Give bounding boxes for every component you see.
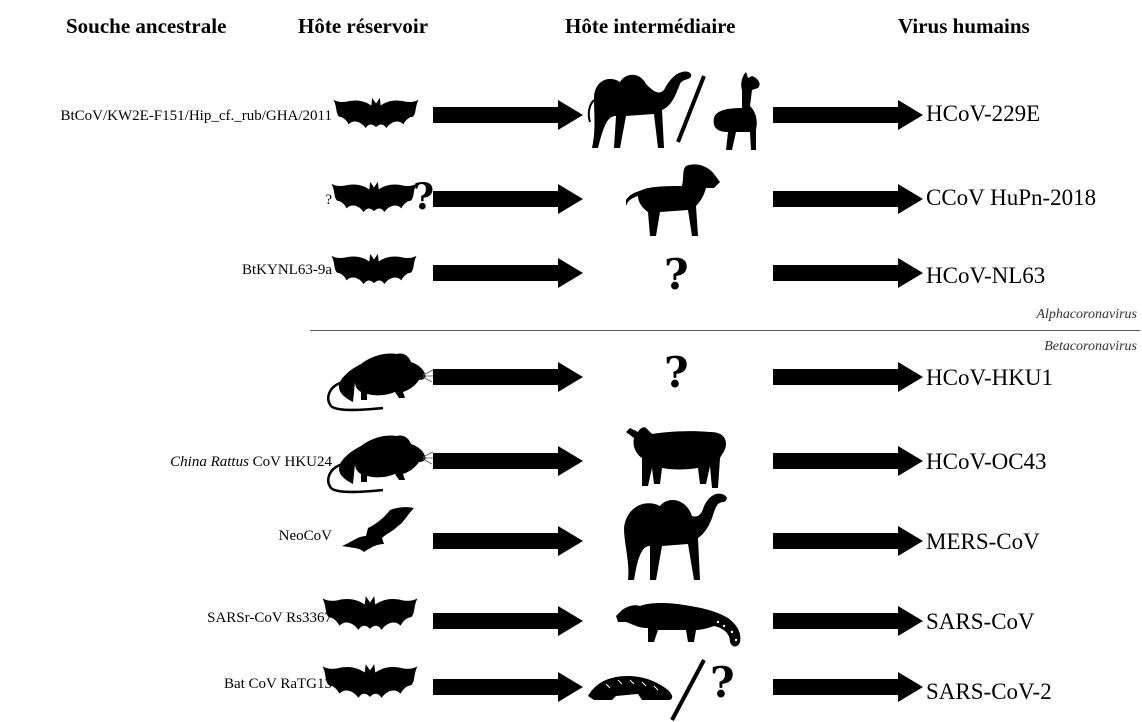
arrow-to-intermediate — [433, 672, 583, 702]
row-ccov-hupn-2018: ? ? CCoV HuPn-2018 — [0, 170, 1142, 230]
arrow-to-human — [773, 526, 923, 556]
human-virus-label: HCoV-OC43 — [926, 448, 1047, 476]
intermediate-question-mark: ? — [664, 352, 689, 394]
row-hcov-hku1: ? HCoV-HKU1 — [0, 346, 1142, 406]
header-ancestral-strain: Souche ancestrale — [66, 14, 226, 39]
ancestral-strain-italic: China Rattus — [170, 454, 249, 470]
arrow-to-intermediate — [433, 362, 583, 392]
arrow-to-human — [773, 446, 923, 476]
row-hcov-229e: BtCoV/KW2E-F151/Hip_cf._rub/GHA/2011 HCo… — [0, 86, 1142, 146]
human-virus-label: SARS-CoV — [926, 608, 1035, 636]
row-hcov-nl63: BtKYNL63-9a ? HCoV-NL63 — [0, 240, 1142, 300]
ancestral-strain: NeoCoV — [279, 506, 332, 566]
rat-icon — [323, 424, 433, 494]
pangolin-icon — [586, 672, 676, 702]
human-virus-label: HCoV-229E — [926, 100, 1040, 128]
ancestral-strain: China Rattus CoV HKU24 — [170, 432, 332, 492]
bat-icon — [331, 252, 417, 286]
civet-icon — [614, 598, 744, 650]
ancestral-strain: Bat CoV RaTG13 — [224, 654, 332, 714]
intermediate-question-mark: ? — [664, 254, 689, 296]
ancestral-strain: SARSr-CoV Rs3367 — [207, 588, 332, 648]
ancestral-strain-rest: CoV HKU24 — [253, 454, 332, 470]
slash-separator — [676, 74, 706, 144]
bat-icon — [338, 506, 416, 552]
human-virus-label: CCoV HuPn-2018 — [926, 184, 1096, 212]
arrow-to-human — [773, 362, 923, 392]
cow-icon — [626, 424, 728, 490]
human-virus-label: HCoV-HKU1 — [926, 364, 1053, 392]
bat-icon — [333, 96, 419, 130]
arrow-to-intermediate — [433, 526, 583, 556]
arrow-to-human — [773, 100, 923, 130]
header-intermediate-host: Hôte intermédiaire — [565, 14, 735, 39]
human-virus-label: HCoV-NL63 — [926, 262, 1045, 290]
bat-icon — [322, 594, 418, 632]
bat-icon — [322, 662, 418, 700]
row-mers-cov: NeoCoV MERS-CoV — [0, 510, 1142, 570]
arrow-to-human — [773, 258, 923, 288]
ancestral-strain: BtKYNL63-9a — [242, 240, 332, 300]
arrow-to-intermediate — [433, 258, 583, 288]
arrow-to-intermediate — [433, 184, 583, 214]
alphacoronavirus-label: Alphacoronavirus — [1036, 307, 1137, 323]
reservoir-question-mark: ? — [413, 176, 434, 218]
arrow-to-intermediate — [433, 100, 583, 130]
header-reservoir-host: Hôte réservoir — [298, 14, 428, 39]
alpaca-icon — [706, 70, 766, 152]
rat-icon — [323, 342, 433, 412]
header-human-virus: Virus humains — [898, 14, 1030, 39]
dog-icon — [626, 162, 722, 238]
arrow-to-intermediate — [433, 446, 583, 476]
camel-icon — [618, 488, 730, 584]
arrow-to-human — [773, 606, 923, 636]
arrow-to-human — [773, 672, 923, 702]
human-virus-label: SARS-CoV-2 — [926, 678, 1052, 706]
arrow-to-human — [773, 184, 923, 214]
slash-separator — [670, 658, 706, 722]
row-hcov-oc43: China Rattus CoV HKU24 HCoV-OC43 — [0, 430, 1142, 490]
human-virus-label: MERS-CoV — [926, 528, 1040, 556]
row-sars-cov-2: Bat CoV RaTG13 ? SARS-CoV-2 — [0, 658, 1142, 718]
row-sars-cov: SARSr-CoV Rs3367 SARS-CoV — [0, 590, 1142, 650]
bat-icon — [331, 180, 417, 214]
arrow-to-intermediate — [433, 606, 583, 636]
genus-divider — [310, 330, 1140, 331]
ancestral-strain: BtCoV/KW2E-F151/Hip_cf._rub/GHA/2011 — [60, 86, 332, 146]
intermediate-question-mark: ? — [710, 662, 735, 704]
